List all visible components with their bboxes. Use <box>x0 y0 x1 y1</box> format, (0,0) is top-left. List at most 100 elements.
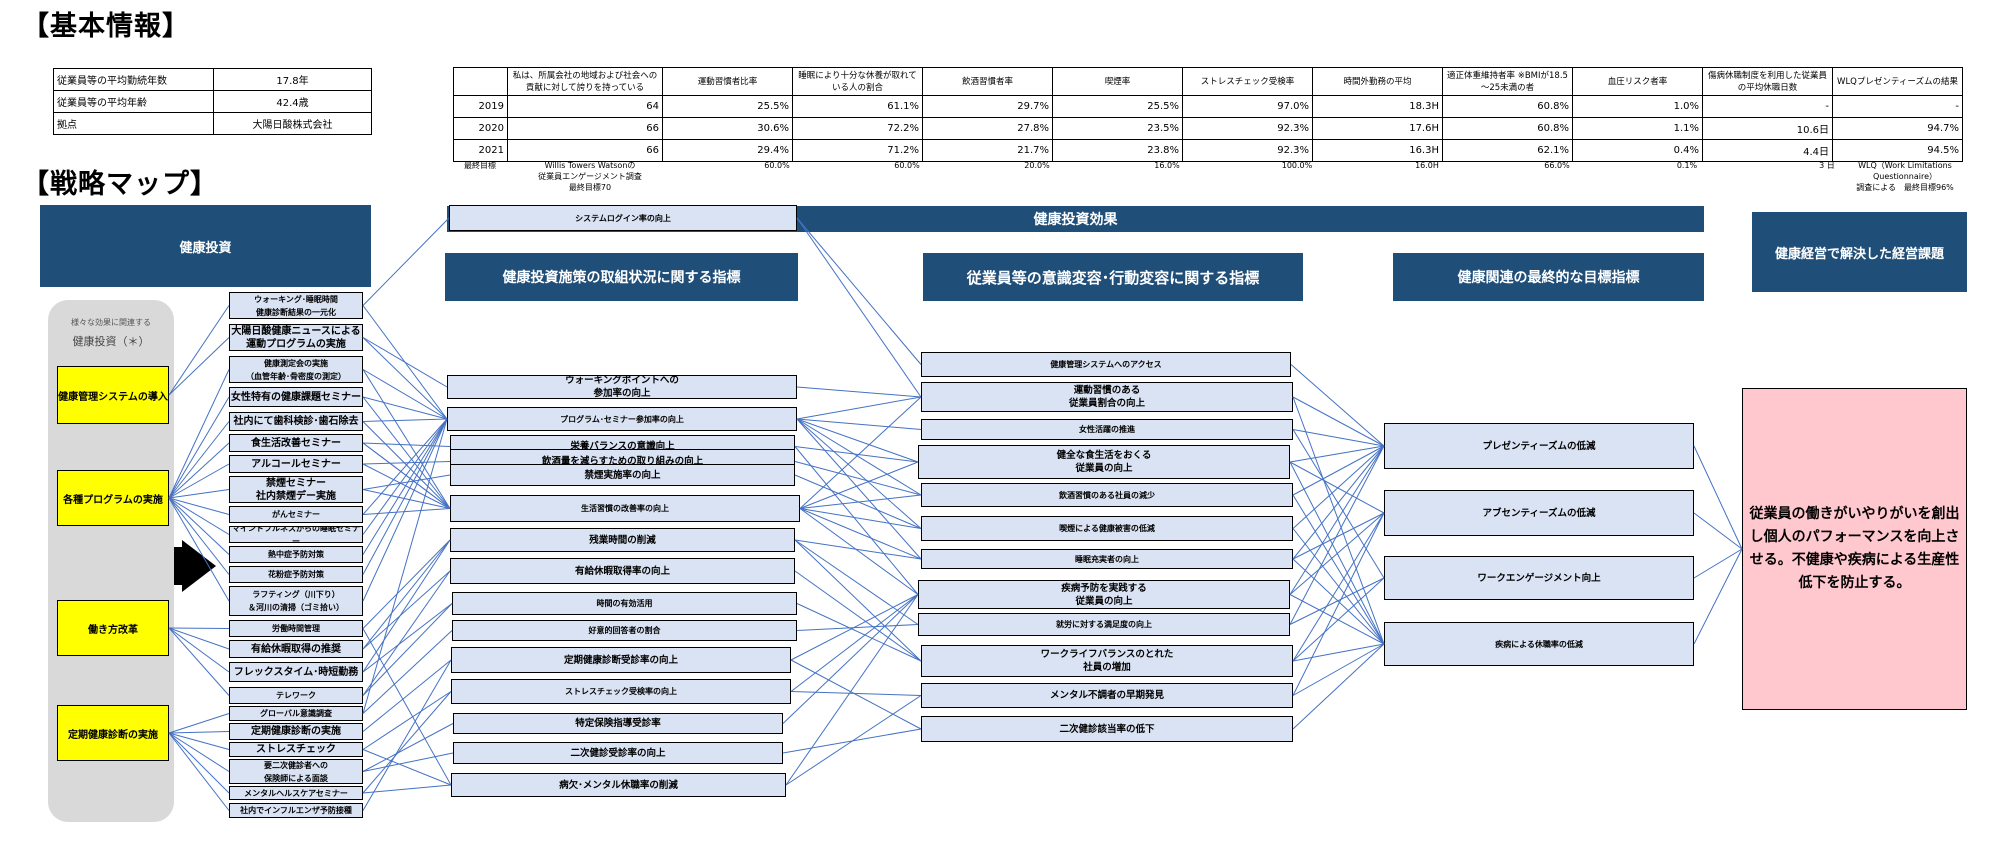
col2-box: メンタル不調者の早期発見 <box>921 683 1293 708</box>
initiative-box: 要二次健診者への 保険師による面談 <box>229 759 363 784</box>
initiative-box: ウォーキング･睡眠時間 健康診断結果の一元化 <box>229 292 363 319</box>
connector-line <box>362 418 448 602</box>
connector-line <box>168 731 230 734</box>
col1-box: 残業時間の削減 <box>450 528 795 552</box>
connector-line <box>1292 577 1385 662</box>
connector-line <box>799 461 919 509</box>
connector-line <box>362 603 453 696</box>
connector-line <box>168 497 230 575</box>
initiative-box: 労働時間管理 <box>229 620 363 637</box>
col1-box: 有給休暇取得率の向上 <box>450 558 795 584</box>
metrics-column-header: 運動習慣者比率 <box>662 67 793 96</box>
connector-line <box>1292 643 1385 696</box>
connector-line <box>1292 558 1385 645</box>
connector-line <box>799 494 922 509</box>
arrow-right-icon-stem <box>174 547 188 585</box>
col1-box: 好意的回答者の割合 <box>452 620 797 641</box>
connector-line <box>1693 548 1743 579</box>
col1-box: システムログイン率の向上 <box>449 205 797 231</box>
connector-line <box>362 539 451 673</box>
connector-line <box>362 570 451 650</box>
connector-line <box>362 659 452 811</box>
initiative-box: 食生活改善セミナー <box>229 434 363 452</box>
connector-line <box>796 217 922 365</box>
connector-line <box>1292 643 1385 662</box>
connector-line <box>799 508 922 560</box>
col2-box: 飲酒習慣のある社員の減少 <box>921 483 1293 507</box>
connector-line <box>790 691 922 696</box>
metrics-target: 0.1% <box>1676 161 1698 170</box>
metrics-table: 私は、所属会社の地域および社会への貢献に対して誇りを持っている運動習慣者比率睡眠… <box>453 67 1963 162</box>
initiative-box: 大陽日酸健康ニュースによる 運動プログラムの実施 <box>229 324 363 351</box>
col1-header: 健康投資施策の取組状況に関する指標 <box>445 253 798 301</box>
category-box: 各種プログラムの実施 <box>57 470 169 526</box>
connector-line <box>168 713 230 734</box>
connector-line <box>362 418 448 555</box>
connector-line <box>362 305 448 420</box>
metrics-value: 23.8% <box>1052 139 1183 162</box>
category-box: 働き方改革 <box>57 600 169 656</box>
metrics-column-header: 血圧リスク者率 <box>1572 67 1703 96</box>
connector-line <box>796 418 922 496</box>
connector-line <box>1292 512 1385 696</box>
connector-line <box>1289 445 1385 463</box>
col2-box: 二次健診該当率の低下 <box>921 716 1293 742</box>
connector-line <box>168 627 230 650</box>
metrics-target: 60.0% <box>894 161 920 170</box>
investment-group-sub: 健康投資（＊） <box>72 335 150 348</box>
connector-line <box>362 442 451 509</box>
connector-line <box>362 421 451 509</box>
connector-line <box>362 442 451 447</box>
metrics-value: 94.5% <box>1832 139 1963 162</box>
connector-line <box>794 461 922 496</box>
connector-line <box>168 337 230 396</box>
col1-box: 二次健診受診率の向上 <box>453 742 783 764</box>
connector-line <box>362 396 448 420</box>
connector-line <box>1292 512 1385 560</box>
connector-line <box>362 784 452 794</box>
investment-header: 健康投資 <box>40 205 371 287</box>
connector-line <box>168 627 230 673</box>
connector-line <box>1292 396 1385 447</box>
metrics-target: Willis Towers Watsonの 従業員エンゲージメント調査 最終目標… <box>538 161 642 192</box>
connector-line <box>362 396 451 509</box>
basic-info-label: 拠点 <box>53 112 214 135</box>
metrics-value: 29.4% <box>662 139 793 162</box>
metrics-target: 16.0% <box>1154 161 1180 170</box>
category-box: 健康管理システムの導入 <box>57 366 169 424</box>
col1-box: 禁煙実施率の向上 <box>450 464 795 486</box>
connector-line <box>168 497 230 515</box>
col2-box: 喫煙による健康被害の低減 <box>921 516 1293 541</box>
connector-line <box>362 463 451 509</box>
initiative-box: 花粉症予防対策 <box>229 566 363 583</box>
col3-box: ワークエンゲージメント向上 <box>1384 556 1694 600</box>
metrics-target: WLQ（Work Limitations Questionnaire） 調査によ… <box>1856 161 1954 192</box>
connector-line <box>168 732 230 750</box>
col3-header: 健康関連の最終的な目標指標 <box>1393 253 1704 301</box>
connector-line <box>168 463 230 499</box>
connector-line <box>1693 445 1743 550</box>
initiative-box: 社内でインフルエンザ予防接種 <box>229 803 363 818</box>
investment-group-caption: 様々な効果に関連する <box>71 318 151 327</box>
connector-line <box>1289 445 1385 625</box>
connector-line <box>168 489 230 499</box>
connector-line <box>362 603 453 673</box>
connector-line <box>362 749 452 786</box>
connector-line <box>794 539 922 662</box>
management-goal-box: 従業員の働きがいやりがいを創出し個人のパフォーマンスを向上させる。不健康や疾病に… <box>1742 388 1967 710</box>
connector-line <box>1292 396 1385 645</box>
basic-info-value: 大陽日酸株式会社 <box>213 112 372 135</box>
metrics-column-header: WLQプレゼンティーズムの結果 <box>1832 67 1963 96</box>
initiative-box: マインドフルネスからの睡眠セミナー <box>229 526 363 543</box>
connector-line <box>362 539 451 629</box>
initiative-box: グローバル意識調査 <box>229 706 363 721</box>
connector-line <box>362 337 448 420</box>
metrics-target: 3 日 <box>1819 161 1835 170</box>
connector-line <box>362 418 448 535</box>
col3-box: プレゼンティーズムの低減 <box>1384 423 1694 469</box>
col2-box: ワークライフバランスのとれた 社員の増加 <box>921 645 1293 677</box>
connector-line <box>1292 512 1385 662</box>
